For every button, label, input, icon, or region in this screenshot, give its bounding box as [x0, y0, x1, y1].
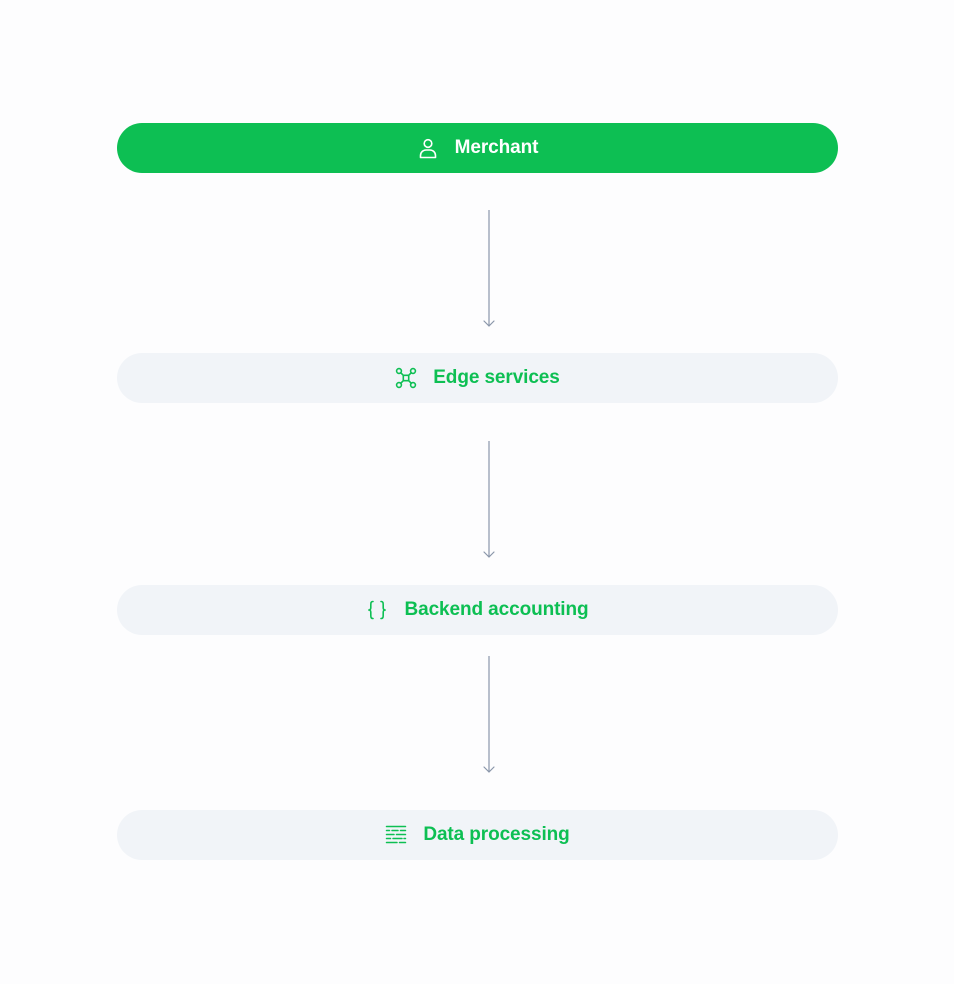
node-merchant: Merchant	[117, 123, 838, 173]
data-lines-icon	[385, 824, 407, 846]
node-backend-accounting: Backend accounting	[117, 585, 838, 635]
node-label: Data processing	[423, 824, 570, 845]
network-nodes-icon	[395, 367, 417, 389]
curly-braces-icon	[366, 599, 388, 621]
node-edge-services: Edge services	[117, 353, 838, 403]
node-label: Merchant	[454, 137, 539, 158]
flow-arrow	[482, 210, 496, 328]
user-icon	[417, 137, 439, 159]
node-label: Edge services	[433, 367, 560, 388]
flow-arrow	[482, 441, 496, 559]
node-data-processing: Data processing	[117, 810, 838, 860]
node-label: Backend accounting	[404, 599, 589, 620]
flow-arrow	[482, 656, 496, 774]
